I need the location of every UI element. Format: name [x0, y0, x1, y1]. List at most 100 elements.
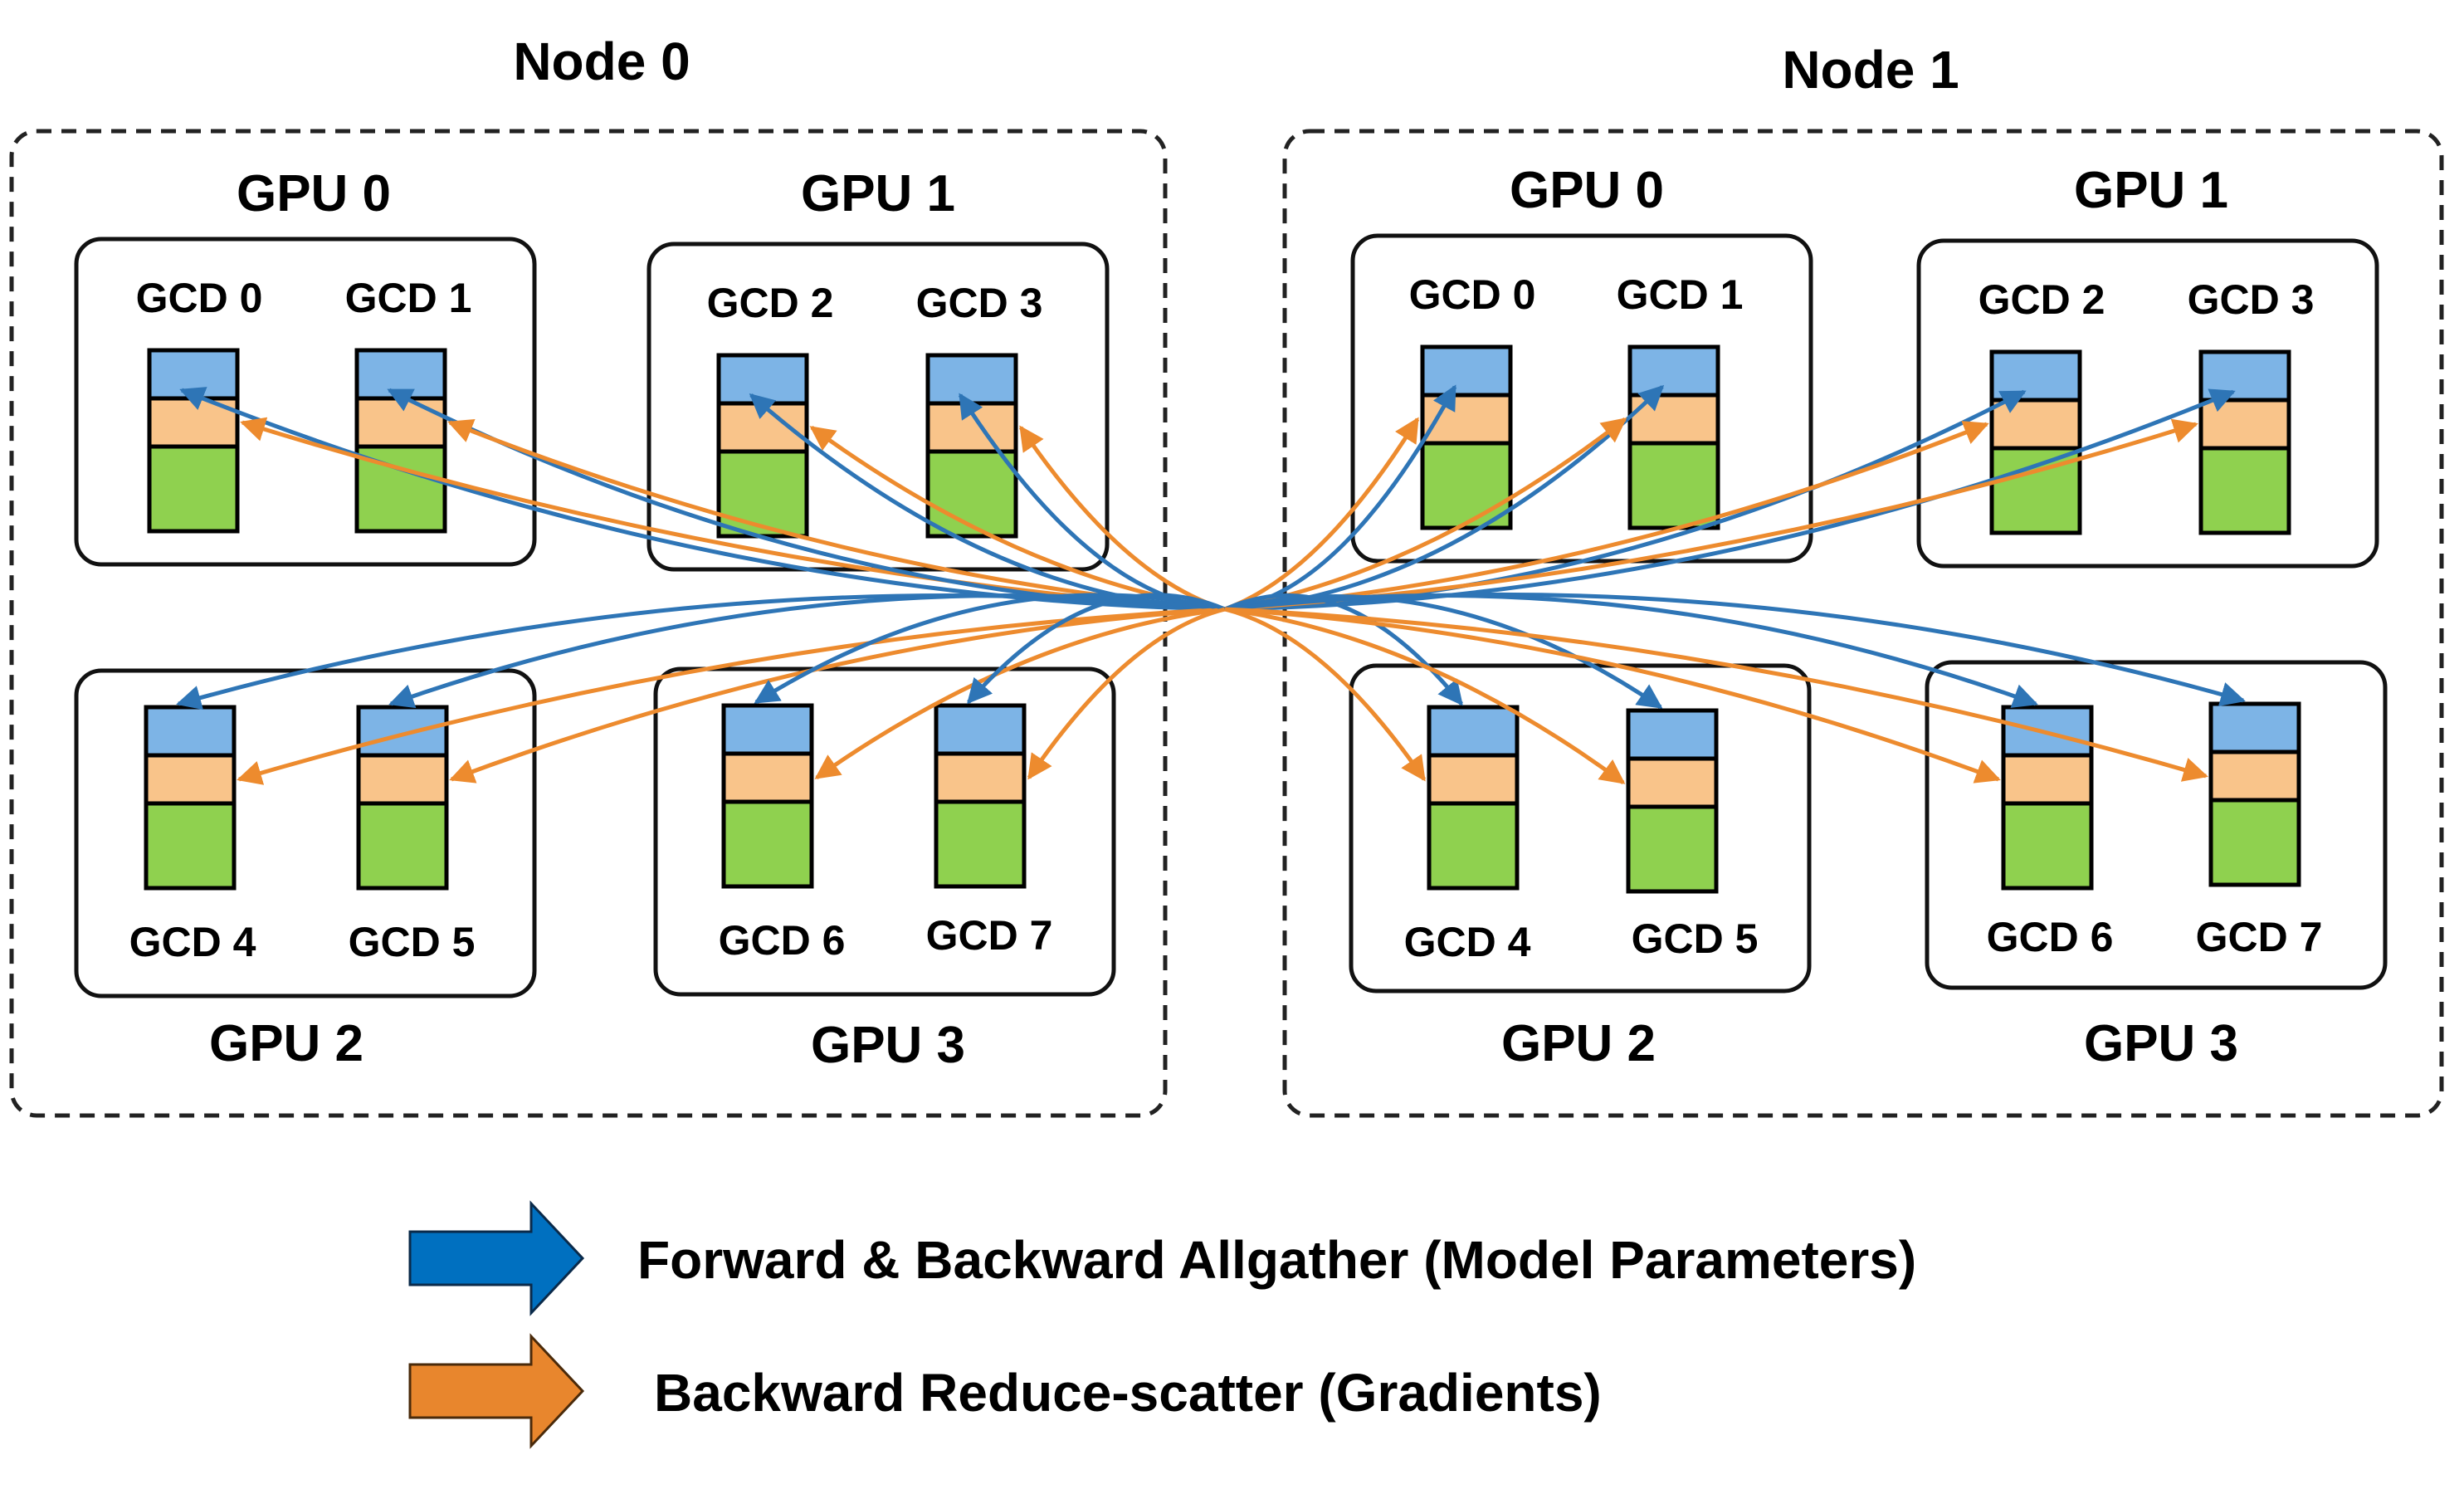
reducescatter-edge: [1224, 607, 2001, 784]
gradient-shard: [356, 753, 449, 806]
allgather-edge: [754, 593, 1226, 705]
gradient-shard: [144, 753, 237, 806]
allgather-edge: [1224, 592, 2246, 707]
gcd-label: GCD 1: [345, 275, 472, 321]
gpu-label: GPU 3: [2084, 1015, 2238, 1072]
communication-edges: [176, 384, 2246, 785]
gcd-label: GCD 6: [1987, 914, 2114, 960]
gcd-memory-stack: [721, 703, 814, 889]
optimizer-state-shard: [144, 801, 237, 891]
gpu-label: GPU 1: [2074, 162, 2228, 219]
gcd-label: GCD 6: [719, 917, 846, 964]
gcd-memory-stack: [1627, 344, 1720, 530]
gcd-label: GCD 2: [707, 280, 834, 326]
parameter-shard: [1627, 344, 1720, 398]
gradient-shard: [1989, 398, 2082, 451]
parameter-shard: [2208, 701, 2301, 754]
reducescatter-edge: [1224, 607, 1427, 782]
allgather-edge: [1224, 389, 2027, 612]
parameter-shard: [934, 703, 1027, 756]
gcd-label: GCD 7: [926, 912, 1053, 959]
legend-label-allgather: Forward & Backward Allgather (Model Para…: [637, 1230, 1916, 1290]
gcd-memory-stack: [356, 705, 449, 891]
node-0: Node 0 GPU 0 GCD 0 GCD 1 GPU 1 GCD 2 GCD…: [9, 32, 1168, 1118]
parameter-shard: [1420, 344, 1513, 398]
optimizer-state-shard: [1989, 446, 2082, 535]
node-1-gpu-2: GPU 2 GCD 4 GCD 5: [1349, 663, 1812, 1072]
legend: Forward & Backward Allgather (Model Para…: [408, 1200, 1916, 1449]
parameter-shard: [147, 348, 240, 401]
gcd-memory-stack: [934, 703, 1027, 889]
reducescatter-edge: [237, 607, 1226, 785]
node-1-title: Node 1: [1782, 40, 1959, 100]
parameter-shard: [354, 348, 447, 401]
parameter-shard: [925, 353, 1018, 406]
gradient-shard: [2208, 749, 2301, 803]
gcd-label: GCD 4: [129, 919, 256, 965]
gcd-label: GCD 7: [2196, 914, 2323, 960]
optimizer-state-shard: [1626, 804, 1719, 894]
parameter-shard: [721, 703, 814, 756]
gcd-memory-stack: [147, 348, 240, 534]
reducescatter-edge: [1224, 607, 1626, 785]
optimizer-state-shard: [1627, 441, 1720, 530]
node-0-gpu-0: GPU 0 GCD 0 GCD 1: [74, 165, 537, 567]
gpu-label: GPU 3: [811, 1017, 965, 1074]
orange-arrow-icon: [408, 1333, 585, 1449]
allgather-edge: [967, 593, 1226, 705]
parameter-shard: [1626, 708, 1719, 761]
gradient-shard: [934, 751, 1027, 804]
gcd-label: GCD 3: [916, 280, 1043, 326]
gcd-label: GCD 2: [1979, 276, 2105, 323]
gradient-shard: [1626, 756, 1719, 809]
allgather-edge: [388, 593, 1226, 709]
gradient-shard: [716, 401, 809, 454]
legend-item-reducescatter: Backward Reduce-scatter (Gradients): [408, 1333, 1602, 1449]
optimizer-state-shard: [356, 801, 449, 891]
gcd-memory-stack: [354, 348, 447, 534]
node-1-gpu-1: GPU 1 GCD 2 GCD 3: [1916, 162, 2379, 569]
gcd-label: GCD 0: [136, 275, 263, 321]
optimizer-state-shard: [1420, 441, 1513, 530]
node-0-boundary: [9, 129, 1168, 1118]
gcd-label: GCD 4: [1404, 919, 1531, 965]
gcd-label: GCD 5: [349, 919, 476, 965]
gcd-memory-stack: [2198, 349, 2291, 535]
gpu-label: GPU 2: [209, 1015, 364, 1072]
gcd-memory-stack: [1427, 705, 1520, 891]
legend-label-reducescatter: Backward Reduce-scatter (Gradients): [654, 1363, 1602, 1423]
gcd-memory-stack: [1989, 349, 2082, 535]
reducescatter-edge: [1224, 417, 1420, 612]
reducescatter-edge: [814, 607, 1226, 780]
gcd-memory-stack: [716, 353, 809, 539]
optimizer-state-shard: [1427, 801, 1520, 891]
node-1-boundary: [1282, 129, 2444, 1118]
node-0-title: Node 0: [513, 32, 690, 91]
gradient-shard: [1427, 753, 1520, 806]
gpu-label: GPU 1: [801, 165, 955, 222]
optimizer-state-shard: [147, 444, 240, 534]
optimizer-state-shard: [2001, 801, 2094, 891]
reducescatter-edge: [1224, 607, 2208, 782]
reducescatter-edge: [1027, 607, 1226, 780]
allgather-edge: [1224, 388, 2236, 612]
gcd-memory-stack: [1626, 708, 1719, 894]
gcd-label: GCD 5: [1632, 915, 1759, 962]
optimizer-state-shard: [2198, 446, 2291, 535]
gcd-memory-stack: [2001, 705, 2094, 891]
gcd-memory-stack: [2208, 701, 2301, 887]
optimizer-state-shard: [716, 449, 809, 539]
parameter-shard: [144, 705, 237, 758]
parameter-shard: [1989, 349, 2082, 403]
node-1-gpu-3: GPU 3 GCD 6 GCD 7: [1925, 660, 2388, 1072]
blue-arrow-icon: [408, 1200, 585, 1316]
reducescatter-edge: [449, 607, 1226, 784]
optimizer-state-shard: [2208, 798, 2301, 887]
optimizer-state-shard: [925, 449, 1018, 539]
parameter-shard: [2198, 349, 2291, 403]
parameter-shard: [716, 353, 809, 406]
gpu-label: GPU 0: [237, 165, 391, 222]
legend-item-allgather: Forward & Backward Allgather (Model Para…: [408, 1200, 1916, 1316]
allgather-edge: [1224, 594, 1663, 710]
gcd-label: GCD 3: [2188, 276, 2315, 323]
